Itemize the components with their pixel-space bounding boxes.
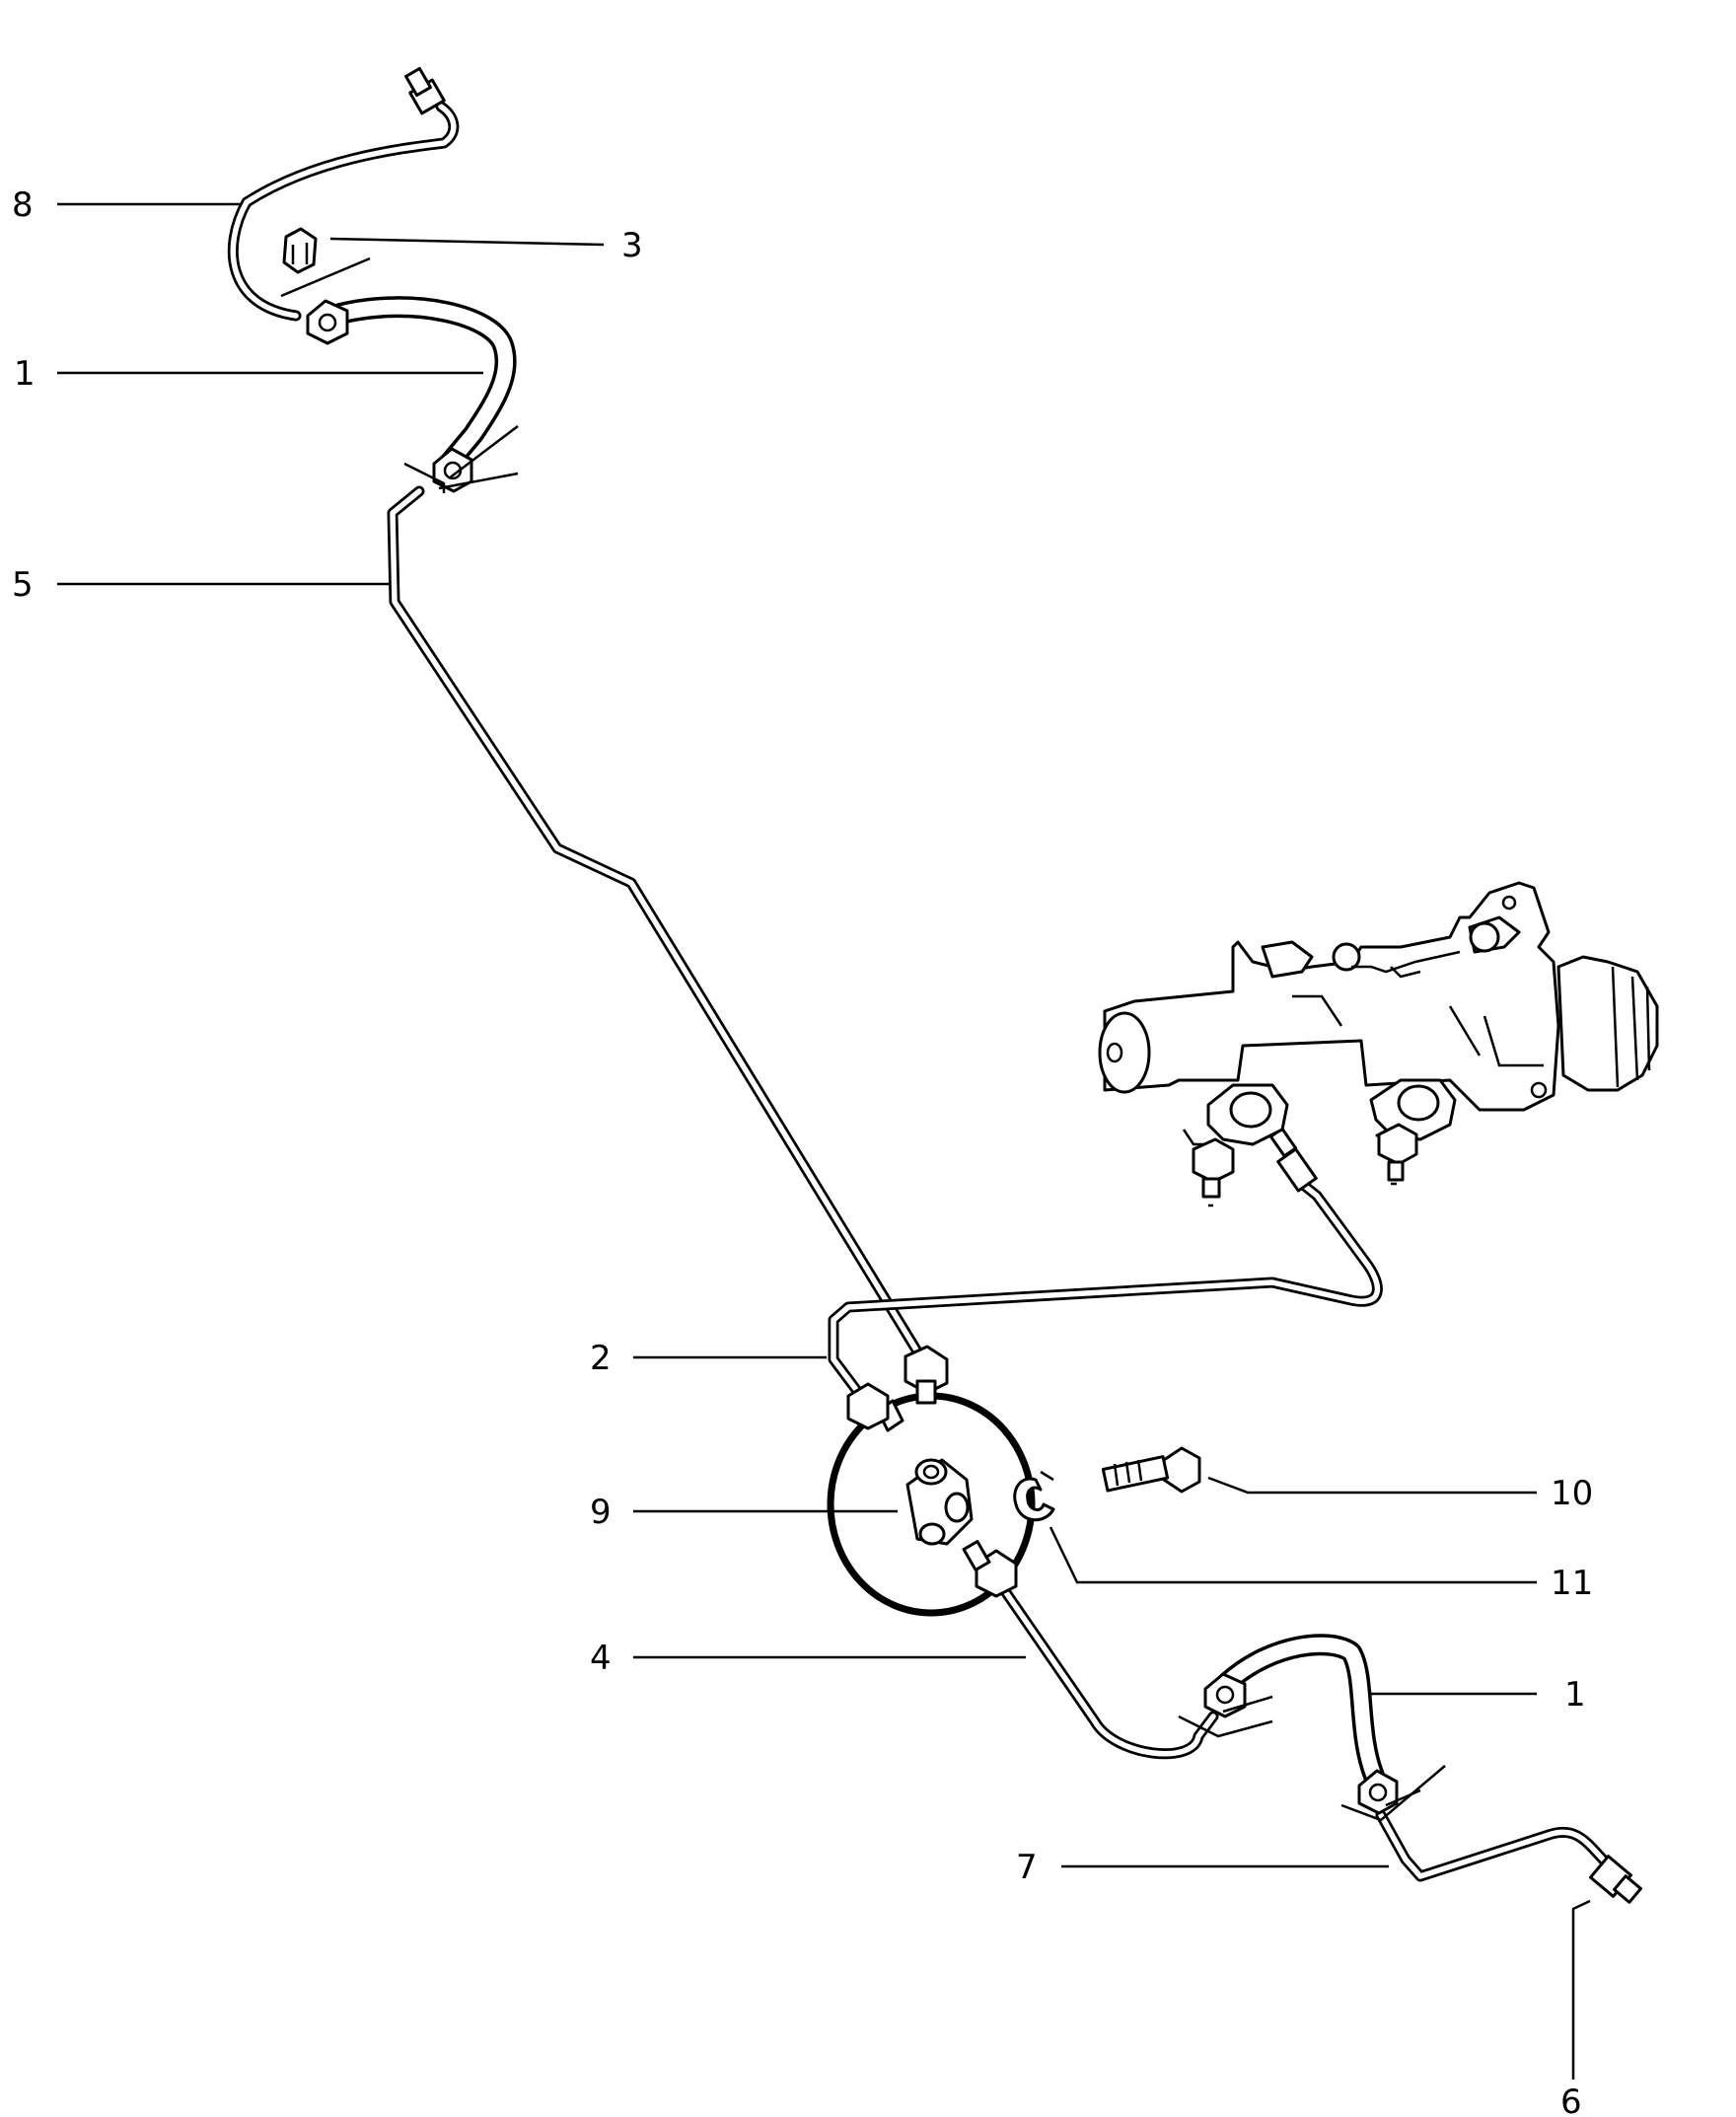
bolt-10: [1101, 1446, 1201, 1494]
callout-1-top: 1: [14, 354, 36, 394]
callout-10: 10: [1551, 1474, 1593, 1513]
brake-hose-1-bottom: [1203, 1634, 1399, 1815]
bracket-top: [403, 425, 519, 493]
brake-pipe-7: [1375, 1809, 1642, 1904]
callout-2: 2: [590, 1339, 612, 1378]
brake-pipe-2: [828, 1127, 1383, 1409]
leader-lines: [57, 202, 1591, 2080]
callout-8: 8: [12, 185, 34, 225]
clip-3: [280, 227, 371, 298]
callout-labels: 8 3 1 5 2 9 10 11 4 1 7 6: [12, 185, 1593, 2117]
callout-7: 7: [1016, 1848, 1038, 1887]
callout-11: 11: [1551, 1564, 1593, 1603]
callout-3: 3: [621, 226, 643, 265]
master-cylinder: [1098, 881, 1659, 1207]
callout-1-bottom: 1: [1564, 1675, 1586, 1715]
distributor-tee-9: [876, 1399, 974, 1546]
clip-11: [1013, 1470, 1055, 1522]
callout-9: 9: [590, 1493, 612, 1532]
brake-pipe-5: [387, 485, 923, 1357]
union-nut-fittings: [846, 1345, 1018, 1598]
brake-pipe-4: [990, 1572, 1219, 1760]
bracket-bottom: [1178, 1695, 1446, 1822]
callout-6: 6: [1560, 2082, 1582, 2117]
brake-hose-1-top: [306, 296, 517, 493]
callout-5: 5: [12, 565, 34, 605]
brake-pipe-8: [227, 66, 460, 322]
callout-4: 4: [590, 1639, 612, 1678]
